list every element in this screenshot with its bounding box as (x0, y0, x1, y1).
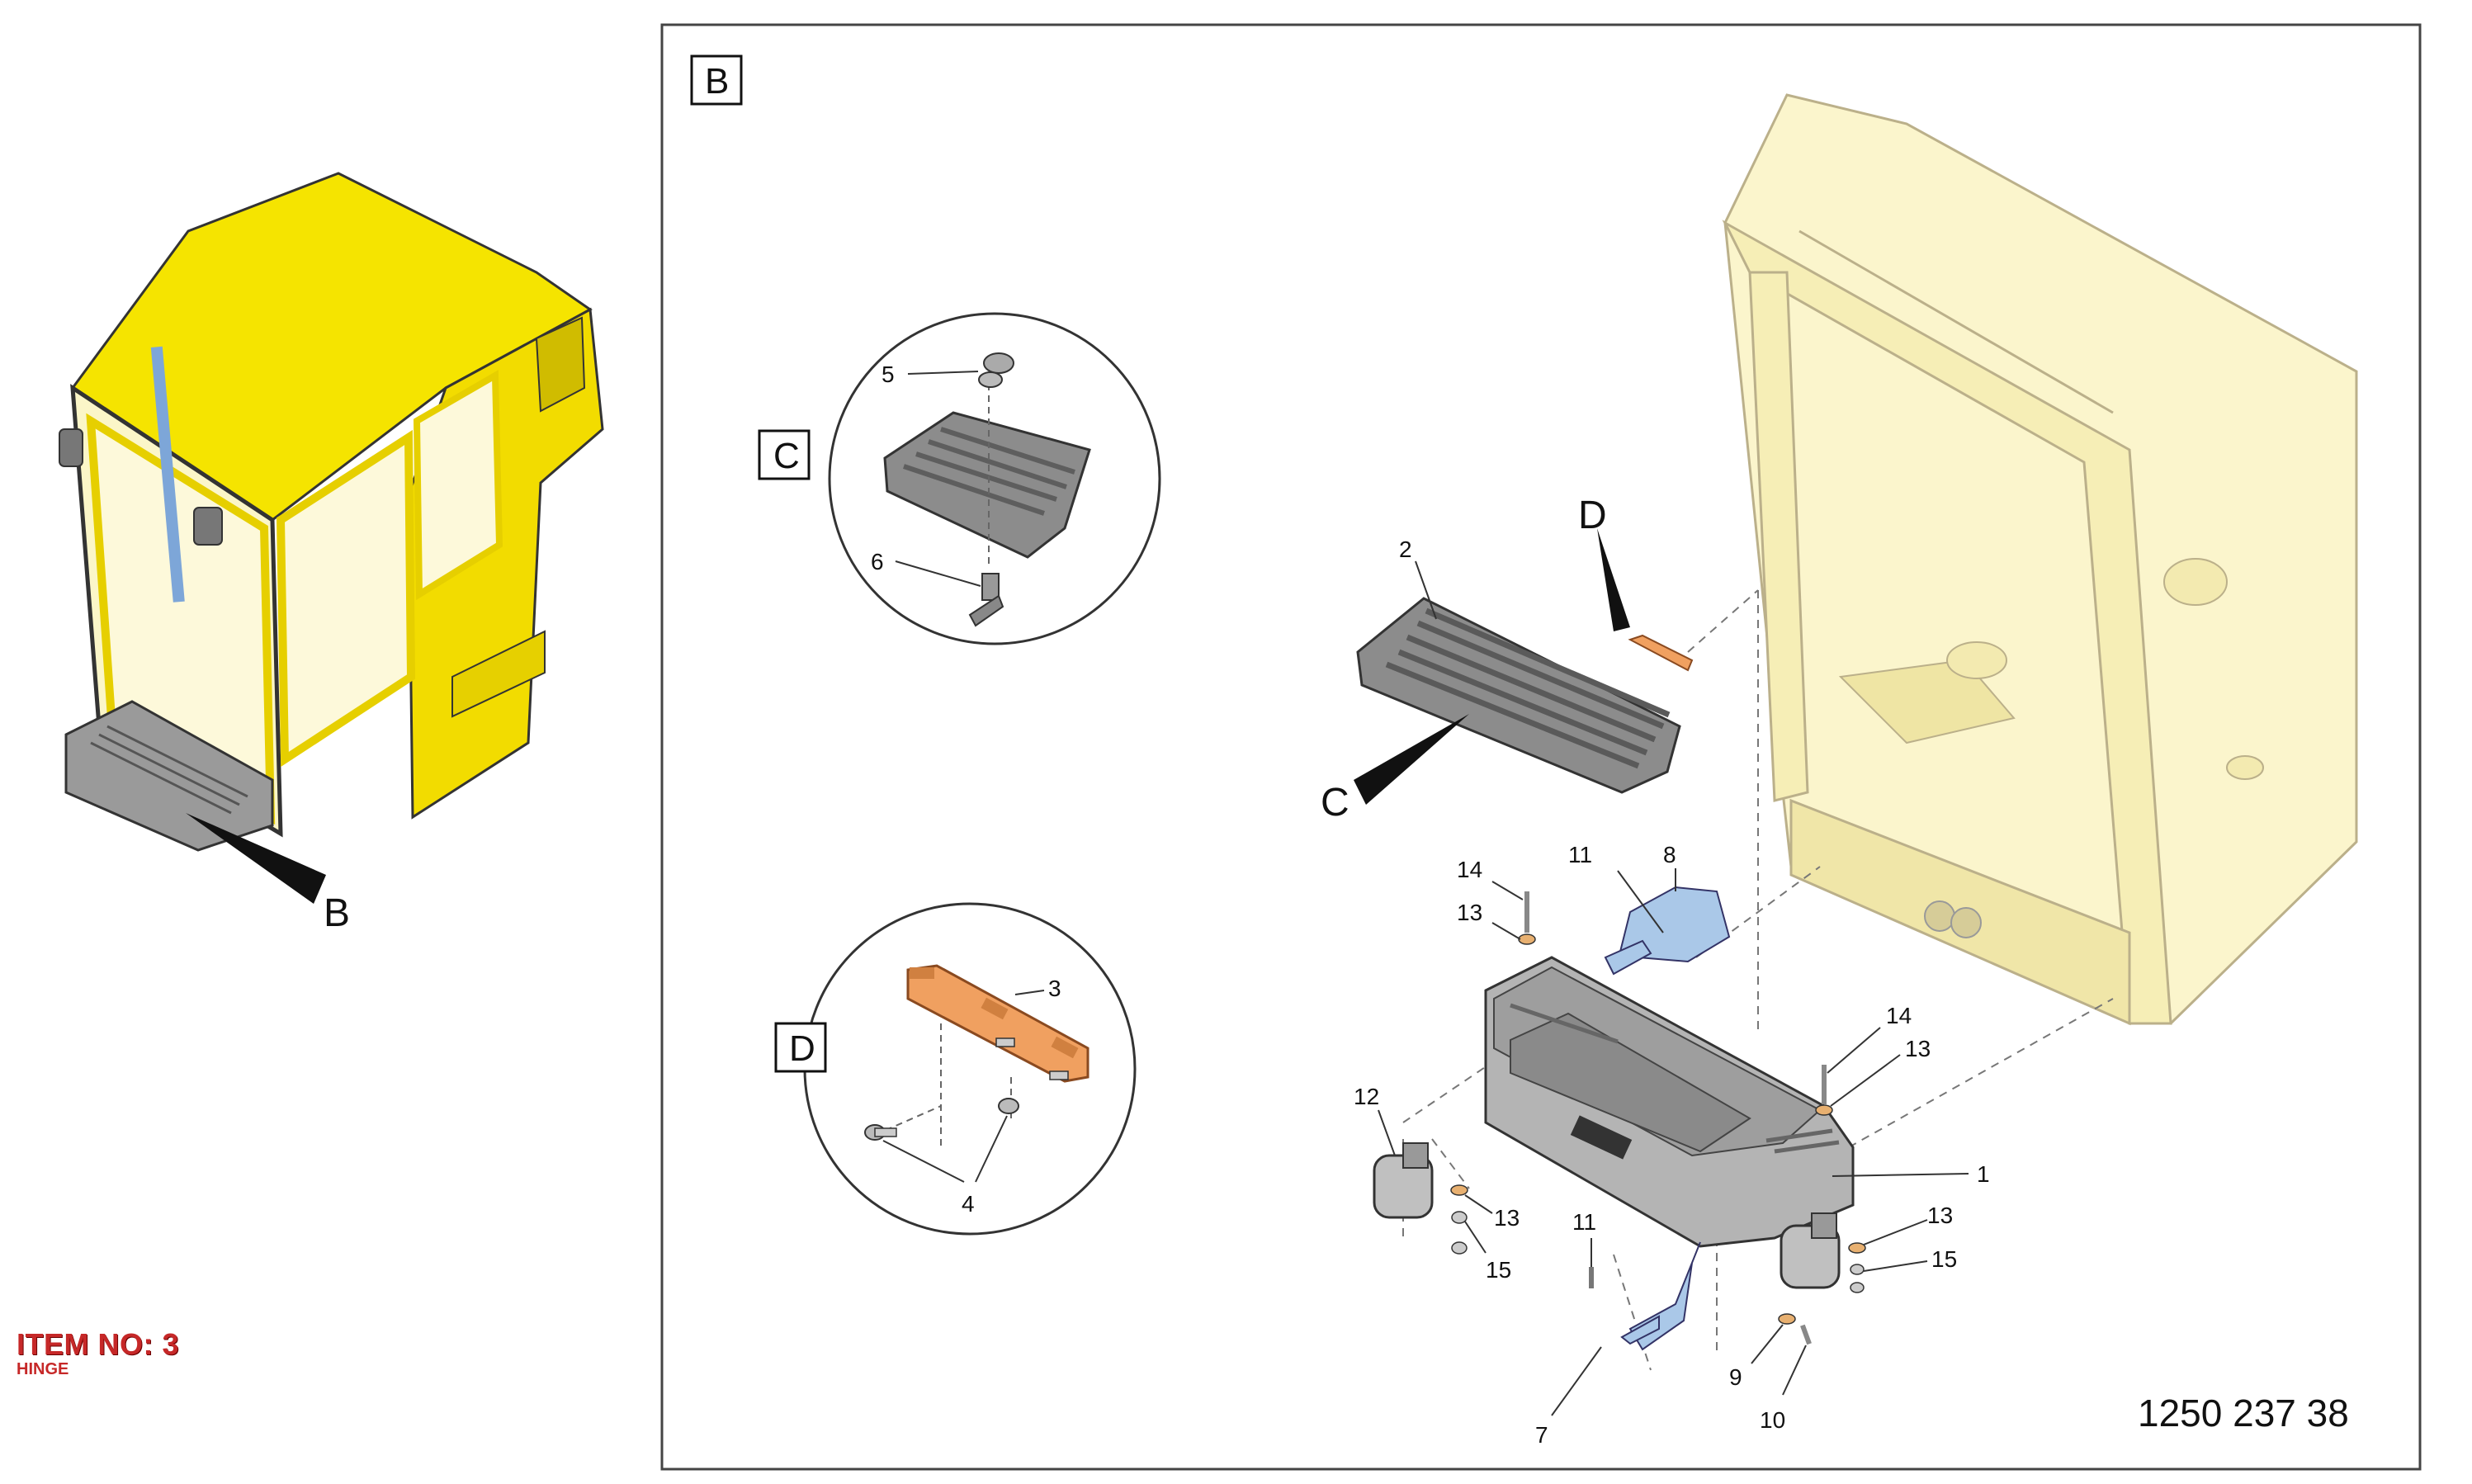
callout-14b: 14 (1886, 1003, 1912, 1028)
callout-13a: 13 (1457, 900, 1482, 925)
view-d-pointer-label: D (1578, 494, 1607, 537)
bracket-7: 7 11 (1535, 1209, 1701, 1448)
callout-13d: 13 (1927, 1203, 1953, 1228)
callout-1: 1 (1977, 1161, 1990, 1187)
callout-7: 7 (1535, 1422, 1548, 1448)
callout-4: 4 (962, 1191, 975, 1217)
detail-d: D 3 4 (774, 902, 1137, 1236)
callout-6: 6 (871, 549, 884, 574)
callout-3: 3 (1048, 976, 1061, 1001)
callout-5: 5 (882, 362, 895, 387)
callout-2: 2 (1399, 536, 1412, 562)
callout-8: 8 (1663, 842, 1676, 867)
item-title: ITEM NO: 3 (17, 1327, 180, 1361)
step-tread: 2 C D (1321, 494, 2114, 1371)
callout-9: 9 (1729, 1364, 1742, 1390)
document-number: 1250 237 38 (2138, 1392, 2349, 1434)
callout-12: 12 (1354, 1084, 1379, 1109)
item-subtitle: HINGE (17, 1360, 69, 1378)
step-box: 1 (1484, 956, 1990, 1248)
view-b-frame (660, 23, 2422, 1471)
callout-10: 10 (1760, 1407, 1785, 1433)
view-c-box-label: C (773, 436, 800, 476)
callout-15a: 15 (1486, 1257, 1511, 1283)
lamp-right (1780, 1212, 1841, 1289)
detail-c: C 5 6 (758, 312, 1161, 645)
view-b-box (690, 54, 743, 106)
callout-11b: 11 (1572, 1209, 1596, 1235)
callout-13c: 13 (1494, 1205, 1520, 1231)
view-d-box-label: D (789, 1028, 815, 1069)
callout-15b: 15 (1931, 1246, 1957, 1272)
view-b-box-label: B (705, 61, 729, 102)
bracket-8: 8 11 (1568, 842, 1731, 976)
view-c-pointer-label: C (1321, 781, 1349, 825)
callout-11a: 11 (1568, 842, 1592, 867)
cab-overview: B (59, 172, 604, 935)
view-b-pointer-label: B (324, 891, 350, 935)
lamp-left: 12 (1354, 1084, 1434, 1219)
cab-frame (1722, 93, 2358, 1026)
callout-13b: 13 (1905, 1036, 1931, 1061)
fasteners: 14 13 14 13 13 15 13 15 9 10 (1450, 857, 1957, 1433)
callout-14a: 14 (1457, 857, 1482, 882)
